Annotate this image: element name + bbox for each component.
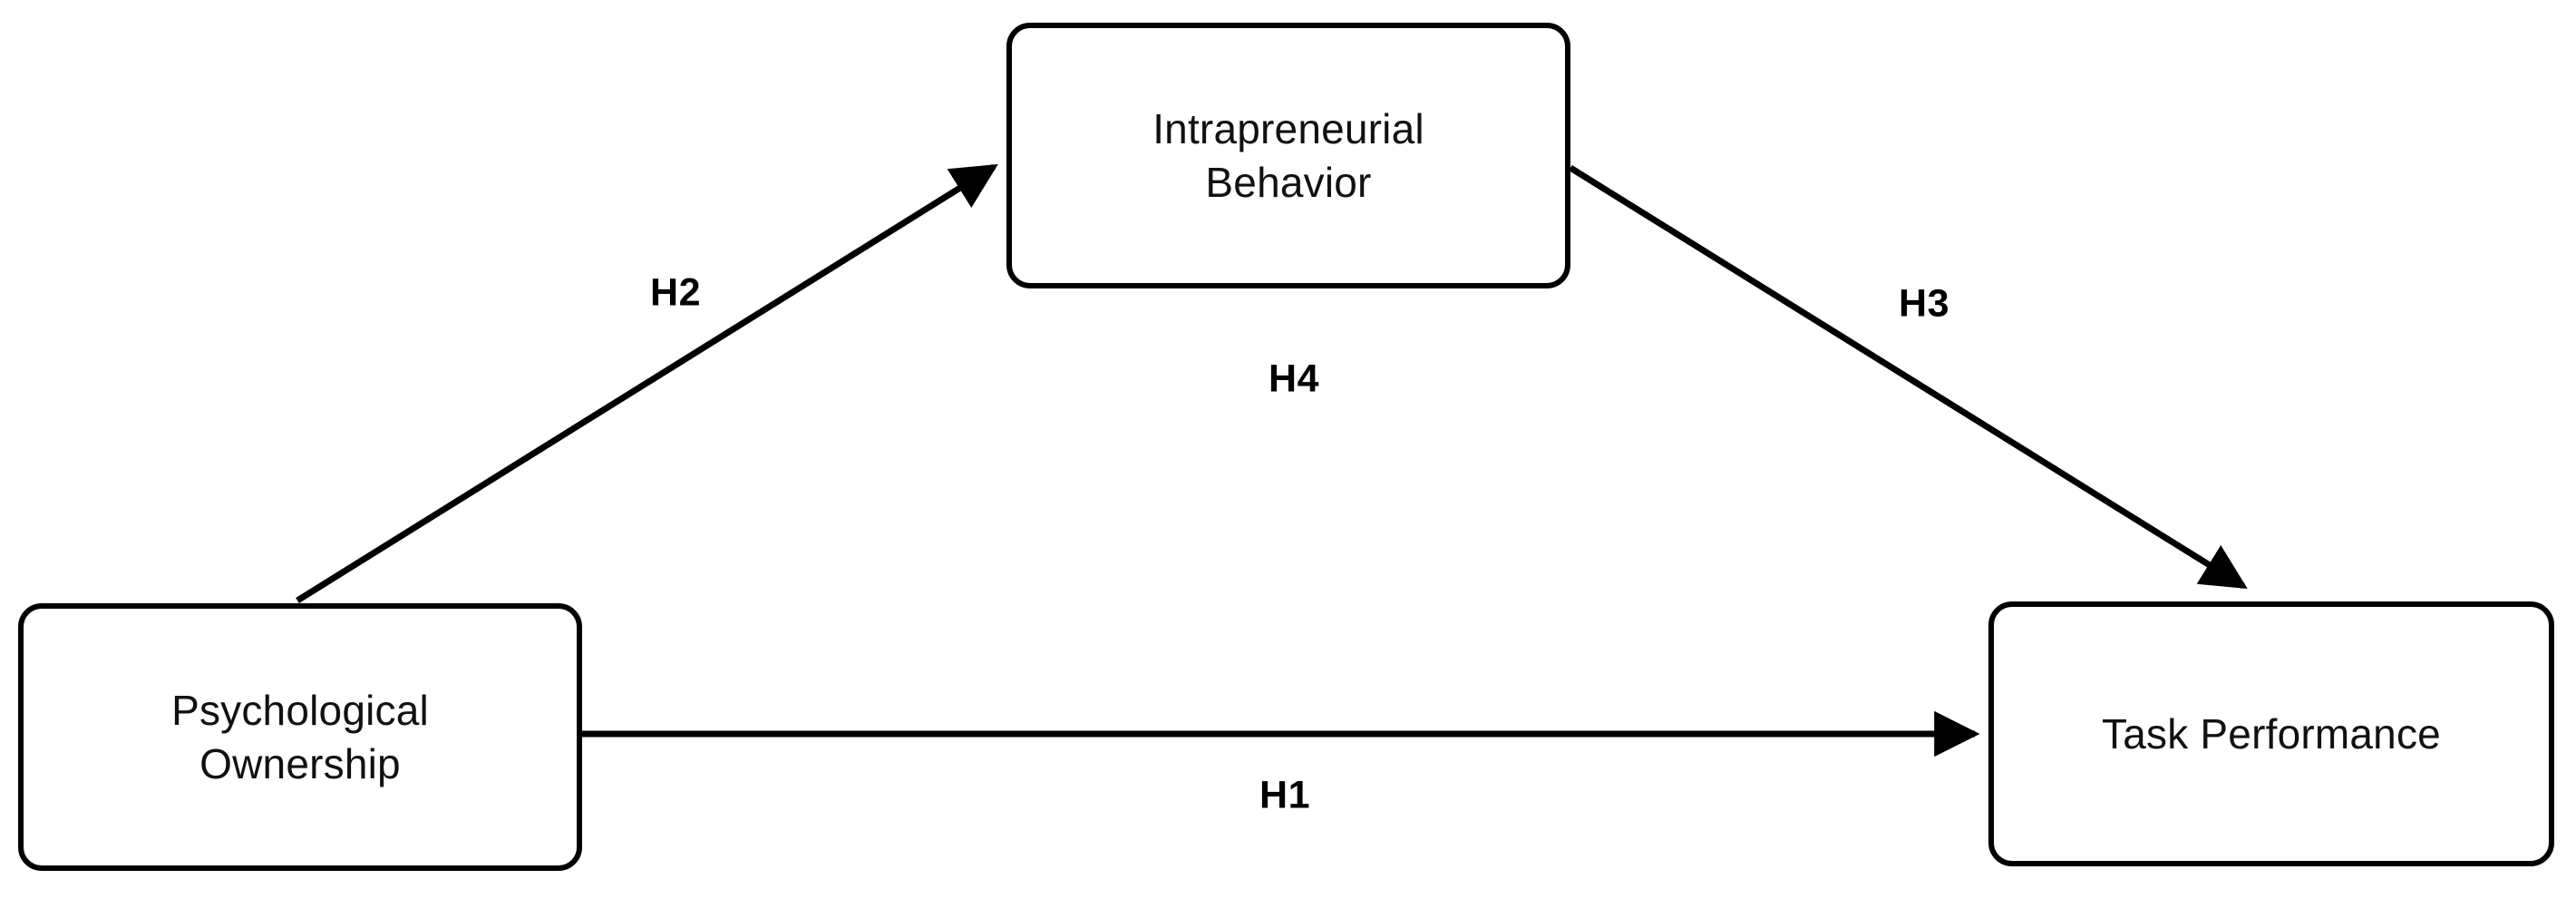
- edge-label-h1: H1: [1259, 773, 1310, 817]
- edge-label-h2: H2: [650, 270, 701, 315]
- node-label-intrapreneurial-behavior: Intrapreneurial Behavior: [1152, 104, 1424, 206]
- node-label-psychological-ownership: Psychological Ownership: [171, 686, 429, 787]
- node-psychological-ownership: Psychological Ownership: [18, 603, 582, 871]
- node-label-task-performance: Task Performance: [2102, 709, 2441, 757]
- edge-label-h4: H4: [1269, 357, 1319, 401]
- node-task-performance: Task Performance: [1988, 601, 2554, 866]
- node-intrapreneurial-behavior: Intrapreneurial Behavior: [1006, 23, 1570, 288]
- edge-label-h3: H3: [1899, 281, 1949, 326]
- edge-h2-line: [296, 164, 998, 603]
- edge-h3-line: [1569, 165, 2248, 589]
